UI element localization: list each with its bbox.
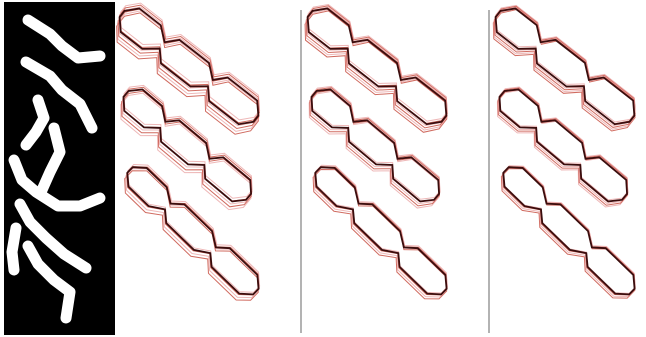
contour-trace <box>486 2 642 135</box>
contour-chain-bottom <box>305 159 456 307</box>
contour-final <box>305 83 446 207</box>
contour-trace <box>304 83 447 210</box>
contour-trace <box>300 1 455 132</box>
contour-trace <box>304 81 446 207</box>
contour-trace <box>116 83 259 210</box>
contour-trace <box>306 162 453 306</box>
contour-trace <box>308 160 454 302</box>
contour-trace <box>497 159 642 300</box>
contour-final <box>113 2 265 130</box>
contour-trace <box>489 0 642 128</box>
contour-trace <box>299 2 454 134</box>
contour-trace <box>121 158 266 299</box>
contour-trace <box>113 0 267 129</box>
contour-trace <box>117 79 258 204</box>
contour-final <box>309 161 453 301</box>
contour-trace <box>112 1 267 132</box>
overlay-panel-b <box>294 0 457 306</box>
contour-chain-middle <box>110 79 262 216</box>
contour-trace <box>118 164 265 308</box>
contour-trace <box>114 87 258 216</box>
contour-trace <box>488 0 642 130</box>
contour-final <box>117 83 258 207</box>
contour-chain-top <box>294 0 457 139</box>
contour-final <box>493 83 634 207</box>
contour-chain-bottom <box>115 158 268 307</box>
contour-trace <box>493 81 634 206</box>
contour-final <box>489 2 641 130</box>
contour-trace <box>116 81 258 207</box>
contour-trace <box>491 83 635 211</box>
contour-final <box>121 161 265 301</box>
contour-trace <box>109 7 266 141</box>
overlay-panel-a <box>105 0 271 307</box>
contour-final <box>497 161 641 301</box>
contour-trace <box>300 0 454 130</box>
contour-trace <box>113 0 266 126</box>
contour-trace <box>307 161 453 304</box>
contour-trace <box>309 159 454 300</box>
contour-trace <box>488 1 643 132</box>
contour-trace <box>305 80 446 205</box>
contour-trace <box>492 82 634 208</box>
cell-silhouette-8 <box>12 228 16 270</box>
contour-trace <box>492 83 635 210</box>
contour-trace <box>120 160 266 302</box>
contour-trace <box>119 162 265 305</box>
overlay-panel-c <box>483 0 644 305</box>
contour-trace <box>496 160 642 302</box>
contour-trace <box>494 161 641 305</box>
contour-chain-bottom <box>493 159 643 305</box>
contour-final <box>301 2 453 130</box>
contour-trace <box>495 161 641 304</box>
contour-trace <box>487 2 642 134</box>
contour-trace <box>301 0 454 127</box>
